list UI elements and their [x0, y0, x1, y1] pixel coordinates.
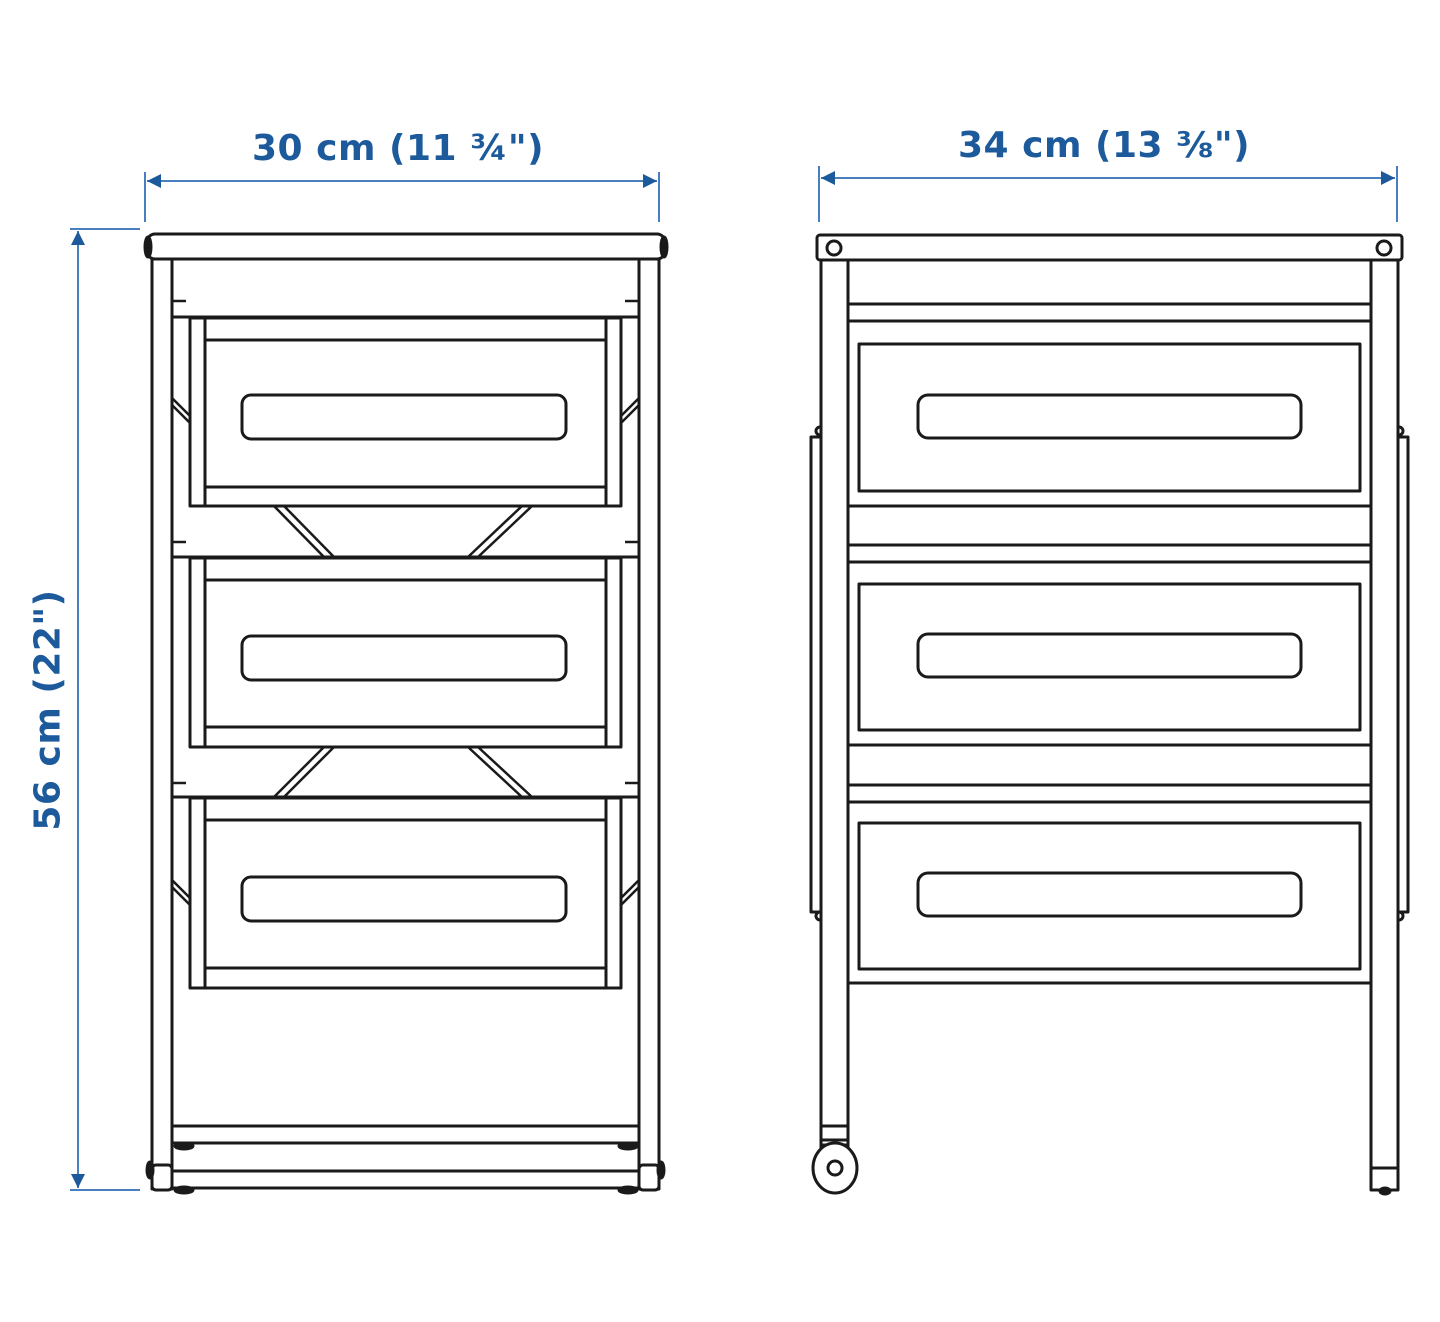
front-top-panel [147, 234, 665, 259]
front-top-knob-left [143, 235, 153, 259]
side-drawer-1-handle [918, 395, 1301, 438]
side-drawer-1 [859, 344, 1360, 491]
side-left-leg [821, 260, 848, 1150]
front-side-ticks [172, 301, 639, 783]
front-right-leg [639, 259, 659, 1189]
front-width-label: 30 cm (11 ¾") [252, 128, 545, 169]
side-right-leg [1371, 260, 1398, 1190]
side-drawer-3-handle [918, 873, 1301, 916]
dimension-lines [70, 166, 1397, 1190]
front-left-leg [152, 259, 172, 1189]
front-view [143, 234, 669, 1195]
front-drawer-1 [190, 318, 621, 506]
side-top-bolt-right [1377, 241, 1391, 255]
height-label: 56 cm (22") [27, 589, 69, 831]
side-top-bolt-left [827, 241, 841, 255]
front-drawer-1-handle [242, 395, 566, 439]
side-right-foot [1371, 1168, 1398, 1196]
front-drawer-2 [190, 558, 621, 747]
front-drawer-2-handle [242, 636, 566, 680]
front-top-knob-right [659, 235, 669, 259]
front-bottom-shelf [145, 1126, 666, 1195]
side-depth-label: 34 cm (13 ⅜") [958, 125, 1251, 166]
side-drawer-3 [859, 823, 1360, 969]
front-cross-braces [172, 398, 639, 905]
side-drawer-2 [859, 584, 1360, 730]
front-drawer-3 [190, 798, 621, 988]
side-view [811, 235, 1408, 1196]
caster-wheel-icon [811, 1126, 859, 1195]
front-drawer-3-handle [242, 877, 566, 921]
side-drawer-2-handle [918, 634, 1301, 677]
side-top-panel [817, 235, 1402, 260]
